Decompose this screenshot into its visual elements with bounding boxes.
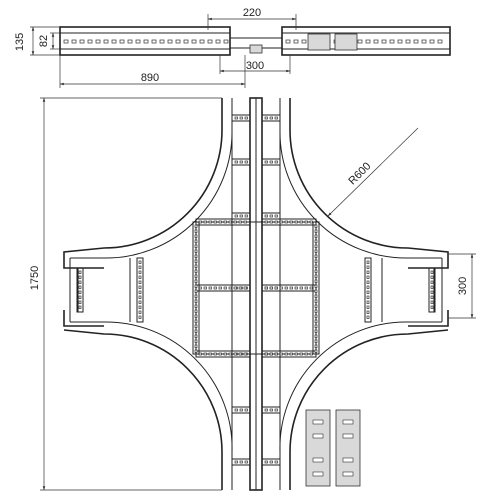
- dim-300-side-label: 300: [457, 277, 469, 295]
- rung: [261, 406, 281, 414]
- dim-300-top-label: 300: [246, 60, 264, 72]
- side-view-connector-plate: [307, 33, 331, 51]
- side-view-connector-plate: [334, 33, 358, 51]
- plate-hole: [342, 471, 354, 477]
- rail-slot: [437, 39, 443, 44]
- rail-slot: [397, 39, 403, 44]
- rungs: [76, 114, 436, 466]
- rail-slot: [143, 39, 149, 44]
- rung: [136, 257, 144, 323]
- rail-slot: [151, 39, 157, 44]
- rung: [195, 284, 251, 292]
- rung: [261, 158, 281, 166]
- rung: [231, 114, 251, 122]
- rail-slot: [159, 39, 165, 44]
- rail-slot: [301, 39, 307, 44]
- plate-hole: [312, 471, 324, 477]
- connector-plates-detail: [305, 409, 361, 487]
- rung: [231, 458, 251, 466]
- rail-slot: [111, 39, 117, 44]
- rung: [261, 458, 281, 466]
- rail-slot: [71, 39, 77, 44]
- rail-slot: [357, 39, 363, 44]
- rail-slot: [373, 39, 379, 44]
- rail-slot: [413, 39, 419, 44]
- rung: [261, 212, 281, 220]
- dim-82-label: 82: [38, 35, 50, 47]
- rung: [261, 114, 281, 122]
- rail-slot: [285, 39, 291, 44]
- rail-slot: [293, 39, 299, 44]
- dim-890-label: 890: [141, 72, 159, 84]
- rung: [231, 158, 251, 166]
- side-view: 220 135 82 300 890: [14, 7, 451, 88]
- rail-slot: [365, 39, 371, 44]
- rail-slot: [127, 39, 133, 44]
- rail-slot: [199, 39, 205, 44]
- rail-slot: [63, 39, 69, 44]
- rail-slot: [421, 39, 427, 44]
- rung: [195, 350, 251, 358]
- rail-slot: [381, 39, 387, 44]
- dim-1750-label: 1750: [29, 266, 41, 290]
- rung: [231, 212, 251, 220]
- rail-slot: [223, 39, 229, 44]
- plate-hole: [342, 419, 354, 425]
- rung: [261, 284, 317, 292]
- dim-135-label: 135: [14, 33, 26, 51]
- plan-view: 1750 300 R600: [29, 97, 476, 491]
- rung: [192, 221, 200, 355]
- side-view-slots: [63, 39, 443, 44]
- rung: [231, 406, 251, 414]
- rail-slot: [87, 39, 93, 44]
- rail-slot: [79, 39, 85, 44]
- dim-radius-label: R600: [346, 160, 373, 187]
- plate-hole: [312, 419, 324, 425]
- rung: [76, 267, 84, 313]
- rail-slot: [119, 39, 125, 44]
- plate-hole: [342, 457, 354, 463]
- rung: [195, 218, 251, 226]
- cross-outer-profile: [63, 98, 449, 490]
- rail-slot: [103, 39, 109, 44]
- rail-slot: [215, 39, 221, 44]
- plate-hole: [342, 433, 354, 439]
- rung: [364, 257, 372, 323]
- dim-220-label: 220: [243, 7, 261, 19]
- rail-slot: [389, 39, 395, 44]
- rail-slot: [429, 39, 435, 44]
- rung: [312, 221, 320, 355]
- rail-slot: [207, 39, 213, 44]
- rail-slot: [191, 39, 197, 44]
- plate-hole: [312, 433, 324, 439]
- rail-slot: [183, 39, 189, 44]
- plate-hole: [312, 457, 324, 463]
- rail-slot: [95, 39, 101, 44]
- rail-slot: [405, 39, 411, 44]
- rung: [428, 267, 436, 313]
- rail-slot: [175, 39, 181, 44]
- rail-slot: [135, 39, 141, 44]
- rail-slot: [167, 39, 173, 44]
